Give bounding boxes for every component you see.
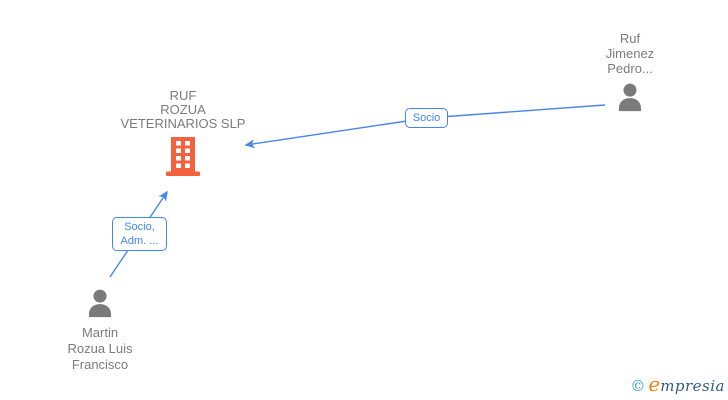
person-node-ruf-jimenez[interactable]: Ruf Jimenez Pedro... bbox=[580, 31, 680, 114]
empresia-logo[interactable]: ©empresia bbox=[630, 373, 725, 397]
person-name-line: Jimenez bbox=[605, 46, 655, 61]
edge-label-text: Adm. ... bbox=[120, 235, 159, 247]
company-name-line: VETERINARIOS SLP bbox=[120, 116, 246, 131]
person-icon bbox=[50, 288, 150, 320]
person-name-line: Ruf bbox=[619, 31, 641, 46]
person-icon bbox=[580, 82, 680, 114]
logo-letter-e: e bbox=[648, 372, 661, 396]
person-name: Ruf Jimenez Pedro... bbox=[580, 31, 680, 76]
person-name-line: Pedro... bbox=[607, 61, 653, 76]
edge-label-socio-adm[interactable]: Socio, Adm. ... bbox=[112, 217, 167, 251]
person-name: Martin Rozua Luis Francisco bbox=[50, 325, 150, 373]
company-node[interactable]: RUF ROZUA VETERINARIOS SLP bbox=[103, 89, 263, 176]
person-name-line: Martin bbox=[81, 325, 119, 340]
copyright-icon: © bbox=[630, 377, 646, 395]
logo-text: mpresia bbox=[660, 377, 725, 395]
edge-label-text: Socio bbox=[412, 112, 441, 124]
company-name: RUF ROZUA VETERINARIOS SLP bbox=[103, 89, 263, 131]
building-icon bbox=[103, 137, 263, 176]
company-name-line: RUF bbox=[169, 88, 197, 103]
edge-label-socio[interactable]: Socio bbox=[405, 108, 448, 128]
person-node-martin-rozua[interactable]: Martin Rozua Luis Francisco bbox=[50, 288, 150, 373]
edge-label-text: Socio, bbox=[124, 221, 155, 233]
person-name-line: Rozua Luis bbox=[67, 341, 133, 356]
person-name-line: Francisco bbox=[71, 357, 129, 372]
company-name-line: ROZUA bbox=[160, 102, 206, 117]
